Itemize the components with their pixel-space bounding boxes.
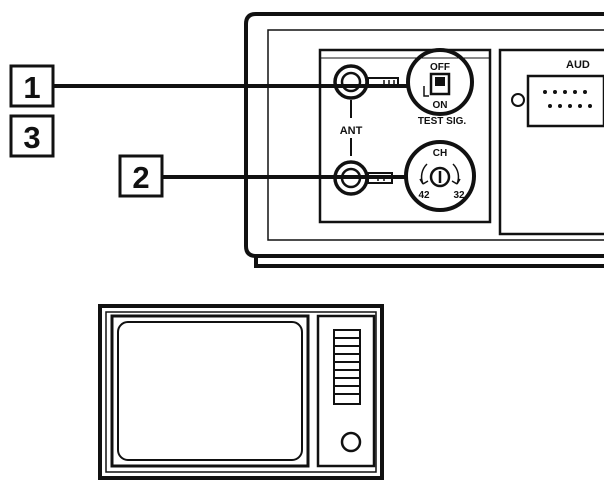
audio-connector: AUD	[511, 59, 604, 128]
callout-3: 3	[9, 114, 55, 158]
callout-1: 1	[9, 64, 55, 108]
device-unit	[244, 12, 604, 268]
channel-arrow-right-icon	[452, 163, 460, 185]
channel-arrow-left-icon	[420, 163, 428, 185]
channel-high-label: 32	[453, 190, 465, 201]
callout-2-number: 2	[132, 160, 149, 195]
test-signal-label: TEST SIG.	[418, 116, 467, 127]
tv-screen-bezel	[110, 314, 310, 468]
television	[98, 304, 384, 480]
antenna-label: ANT	[340, 125, 363, 137]
tv-control-panel	[316, 314, 376, 468]
tv-screen	[117, 321, 303, 461]
audio-label: AUD	[566, 59, 590, 71]
callout-3-number: 3	[23, 120, 40, 155]
test-signal-on-label: ON	[433, 100, 448, 111]
tv-speaker-grille	[333, 329, 361, 405]
callout-1-number: 1	[23, 70, 40, 105]
test-signal-off-label: OFF	[430, 62, 450, 73]
slide-switch-knob	[435, 77, 445, 86]
channel-selector[interactable]: CH 42 32	[404, 140, 476, 212]
tv-knob-icon	[340, 431, 362, 453]
test-signal-switch[interactable]: OFF ON	[406, 48, 474, 116]
channel-low-label: 42	[418, 190, 430, 201]
channel-label: CH	[433, 148, 447, 159]
antenna-in-jack	[333, 64, 399, 100]
callout-2: 2	[118, 154, 164, 198]
